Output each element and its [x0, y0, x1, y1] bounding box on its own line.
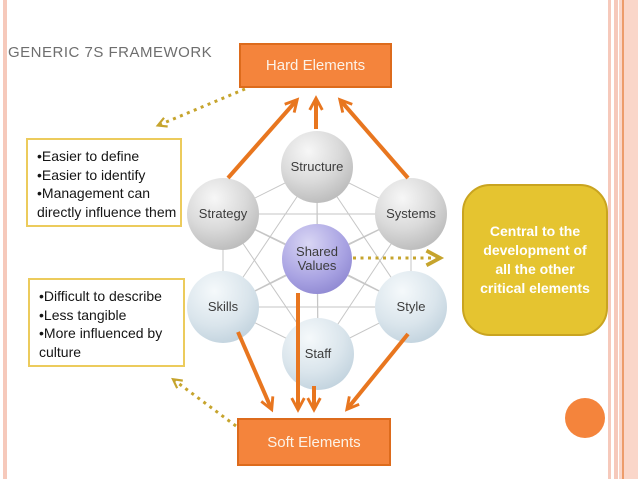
node-skills-label: Skills	[207, 298, 239, 314]
soft-elements-box: Soft Elements	[237, 418, 391, 466]
left-edge-stripe	[3, 0, 7, 479]
node-staff: Staff	[282, 318, 354, 390]
hard-note-line3: •Management can directly influence them	[37, 185, 177, 220]
node-systems: Systems	[375, 178, 447, 250]
soft-note-box: •Difficult to describe •Less tangible •M…	[28, 278, 185, 367]
right-edge-accent-line	[622, 0, 624, 479]
soft-note-line1: •Difficult to describe	[39, 288, 162, 304]
arrow-skills-to-soft	[236, 331, 275, 413]
callout-text: Central to the development of all the ot…	[480, 223, 590, 296]
soft-elements-label: Soft Elements	[267, 433, 361, 451]
right-edge-stripe-2	[614, 0, 618, 479]
node-style: Style	[375, 271, 447, 343]
node-systems-label: Systems	[386, 205, 436, 221]
page-title: GENERIC 7S FRAMEWORK	[8, 44, 213, 61]
right-edge-band	[619, 0, 638, 479]
right-edge-stripe-1	[608, 0, 611, 479]
hard-note-line1: •Easier to define	[37, 148, 140, 164]
arrow-soft-to-note2	[171, 377, 237, 428]
node-strategy: Strategy	[187, 178, 259, 250]
node-staff-label: Staff	[304, 345, 332, 361]
hard-elements-box: Hard Elements	[239, 43, 392, 88]
hard-elements-label: Hard Elements	[265, 57, 366, 74]
node-shared-values: Shared Values	[282, 224, 352, 294]
node-skills: Skills	[187, 271, 259, 343]
soft-note-line3: •More influenced by culture	[39, 325, 163, 360]
decorative-orange-circle	[565, 398, 605, 438]
node-structure-label: Structure	[290, 158, 344, 174]
node-shared-values-label: Shared Values	[296, 243, 338, 273]
node-strategy-label: Strategy	[198, 205, 248, 221]
arrow-hard-to-note1	[155, 87, 246, 128]
soft-note-line2: •Less tangible	[39, 306, 127, 323]
node-structure: Structure	[281, 131, 353, 203]
callout-box: Central to the development of all the ot…	[462, 184, 608, 336]
hard-note-line2: •Easier to identify	[37, 166, 146, 183]
arrow-style-to-soft	[344, 332, 410, 412]
node-style-label: Style	[396, 298, 426, 314]
hard-note-box: •Easier to define •Easier to identify •M…	[26, 138, 182, 227]
